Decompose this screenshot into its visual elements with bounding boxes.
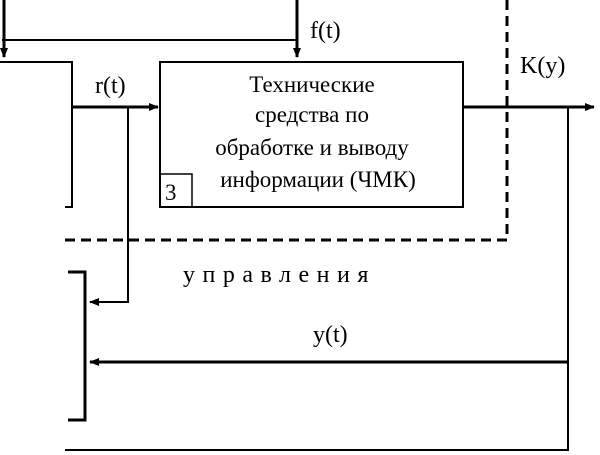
label-r: r(t): [95, 73, 126, 99]
block-line-1: Технические: [249, 72, 374, 97]
left-block-outline: [0, 61, 73, 208]
label-y: y(t): [313, 322, 348, 348]
block-number-box: [159, 173, 193, 208]
caption-control: управления: [183, 262, 376, 288]
label-f: f(t): [310, 18, 341, 44]
r-branch-line: [89, 107, 129, 306]
feed-line-f: [0, 0, 301, 58]
block-line-3: обработке и выводу: [215, 135, 409, 160]
dashed-boundary: [65, 0, 509, 242]
block-line-4: информации (ЧМК): [220, 167, 416, 192]
main-block: [159, 61, 464, 208]
control-block-outline: [68, 270, 87, 422]
block-line-2: средства по: [255, 102, 369, 127]
label-k: K(y): [520, 53, 565, 79]
block-number: 3: [165, 180, 177, 205]
feedback-line: [65, 107, 569, 451]
